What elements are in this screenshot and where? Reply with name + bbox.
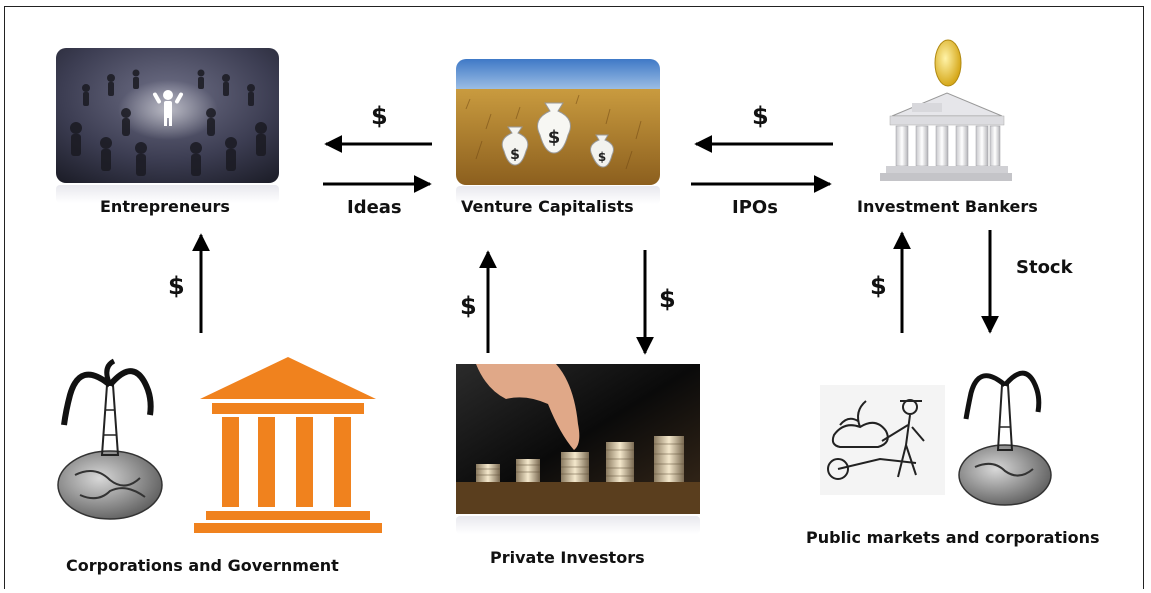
flow-label-ipos: IPOs [732,197,778,218]
private-investors-reflection [456,516,700,534]
investment-bankers-label: Investment Bankers [857,197,1038,216]
corporations-government-label: Corporations and Government [66,556,339,575]
svg-text:$: $ [548,127,561,148]
venture-capitalists-reflection [456,186,660,204]
flow-label-private-to-vc: $ [460,292,477,320]
crowd-leader-icon [56,48,279,183]
entrepreneurs-reflection [56,185,279,203]
entrepreneurs-image [56,48,279,183]
flow-label-vc-to-entrepreneurs: $ [371,102,388,130]
private-investors-label: Private Investors [490,548,645,567]
corporations-oil-globe-image [40,355,180,525]
diagram-frame [4,6,1144,589]
svg-text:$: $ [510,147,520,163]
flow-label-stock: Stock [1016,257,1073,278]
investment-bankers-image [872,38,1012,188]
oil-derrick-globe-icon [57,358,163,520]
government-building-icon [194,357,382,533]
entrepreneurs-label: Entrepreneurs [100,197,230,216]
flow-label-ideas: Ideas [347,197,402,218]
public-markets-oil-globe-image [950,355,1060,510]
venture-capitalists-label: Venture Capitalists [461,197,634,216]
flow-label-corp-to-entrepreneurs: $ [168,272,185,300]
flow-label-banks-to-vc: $ [752,102,769,130]
flow-label-public-to-banks: $ [870,272,887,300]
flow-label-vc-to-private: $ [659,285,676,313]
government-building-image [192,355,384,535]
farmer-wheelbarrow-icon [820,385,945,495]
money-bags-field-icon: $ $ $ [456,59,660,185]
coin-stacks-icon [456,364,700,514]
venture-capitalists-image: $ $ $ [456,59,660,185]
public-markets-farmer-image [820,385,945,495]
oil-derrick-globe-icon-2 [958,370,1052,506]
svg-text:$: $ [598,150,606,164]
public-markets-label: Public markets and corporations [806,528,1100,547]
bank-building-coin-icon [880,39,1012,181]
private-investors-image [456,364,700,514]
